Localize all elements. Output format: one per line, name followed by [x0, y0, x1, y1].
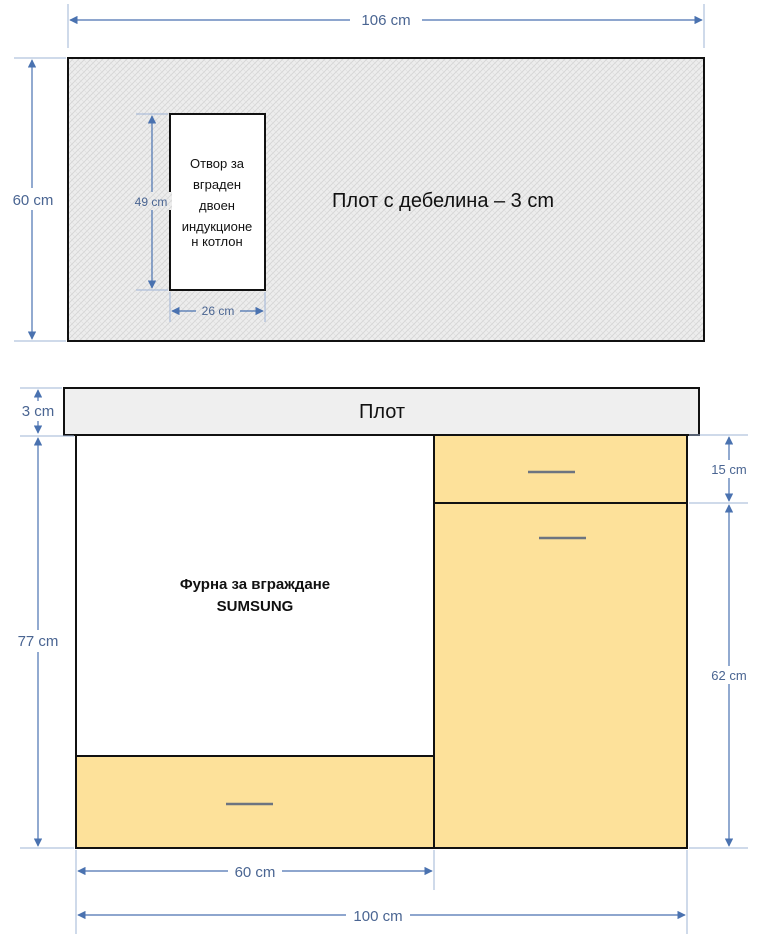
dim-label-bg [350, 10, 422, 30]
dim-label-bg [346, 905, 410, 925]
top-width-label: 106 cm [361, 12, 410, 29]
cutout-width-label: 26 cm [202, 304, 235, 318]
cutout-label-line-2: вграден [193, 177, 241, 192]
total-width-label: 100 cm [353, 908, 402, 925]
cutout-label-line-5: н котлон [191, 234, 242, 249]
dim-label-bg [228, 861, 282, 881]
countertop-front-view [63, 387, 700, 436]
dim-label-bg [16, 401, 60, 421]
dim-label-bg [12, 630, 64, 652]
countertop-label: Плот [359, 401, 405, 423]
oven-label-line-2: SUMSUNG [217, 598, 294, 615]
dim-label-bg [196, 302, 240, 319]
cooktop-cutout [169, 113, 266, 291]
drawer-height-label: 15 cm [711, 462, 746, 477]
top-right-drawer [433, 434, 688, 504]
dim-label-bg [704, 460, 754, 478]
oven-width-label: 60 cm [235, 864, 276, 881]
right-cabinet-door [433, 502, 688, 849]
bottom-drawer [75, 755, 435, 849]
cutout-label-line-3: двоен [199, 198, 235, 213]
countertop-thickness-dim-label: 3 cm [22, 403, 55, 420]
dim-label-bg [704, 666, 754, 684]
cutout-height-label: 49 cm [135, 195, 168, 209]
dim-label-bg [130, 192, 172, 210]
top-height-label: 60 cm [13, 192, 54, 209]
oven-cavity [75, 434, 435, 757]
countertop-thickness-label: Плот с дебелина – 3 cm [332, 190, 554, 212]
oven-label-line-1: Фурна за вграждане [180, 576, 330, 593]
cabinet-height-label: 77 cm [18, 633, 59, 650]
door-height-label: 62 cm [711, 668, 746, 683]
cutout-label-line-1: Отвор за [190, 156, 245, 171]
dim-label-bg [6, 188, 60, 210]
cutout-label-line-4: индукционе [182, 219, 253, 234]
